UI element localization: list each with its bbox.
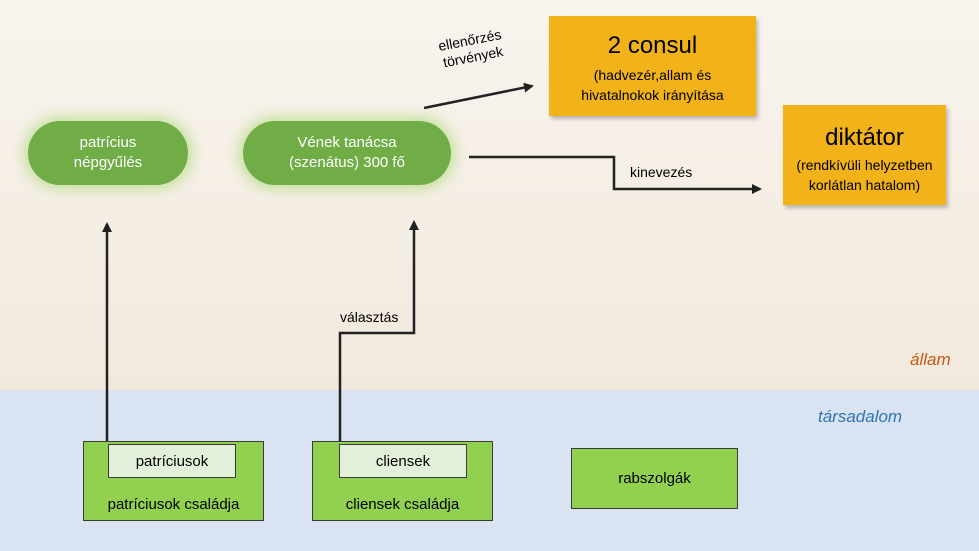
dictator-desc-line-2: korlátlan hatalom) — [808, 177, 921, 193]
senate-line-1: Vének tanácsa — [297, 134, 397, 151]
patrician-assembly-node: patrícius népgyűlés — [28, 121, 188, 185]
dictator-node: diktátor (rendkívüli helyzetben korlátla… — [783, 105, 946, 205]
society-zone-label: társadalom — [818, 407, 903, 426]
patrician-assembly-line-1: patrícius — [79, 134, 137, 151]
arrow-clients-to-senate — [338, 220, 419, 444]
consul-desc-line-2: hivatalnokok irányítása — [581, 87, 724, 103]
patrician-assembly-line-2: népgyűlés — [73, 154, 143, 171]
consul-title: 2 consul — [607, 32, 698, 59]
clients-family-box: cliensek cliensek családja — [312, 441, 493, 521]
clients-label: cliensek — [375, 452, 431, 470]
appointment-label: kinevezés — [630, 164, 693, 180]
consul-desc-line-1: (hadvezér,allam és — [593, 67, 712, 83]
patricians-label: patríciusok — [135, 452, 209, 470]
clients-family-label: cliensek családja — [345, 496, 460, 513]
slaves-box: rabszolgák — [571, 448, 738, 509]
senate-line-2: (szenátus) 300 fő — [289, 154, 405, 171]
patricians-family-label: patríciusok családja — [107, 496, 240, 513]
state-zone-label: állam — [910, 350, 951, 369]
dictator-desc-line-1: (rendkívüli helyzetben — [796, 157, 933, 173]
consul-node: 2 consul (hadvezér,allam és hivatalnokok… — [549, 16, 756, 116]
dictator-title: diktátor — [825, 124, 904, 151]
slaves-label: rabszolgák — [618, 470, 691, 487]
arrow-senate-to-consul — [423, 82, 534, 110]
arrow-senate-to-dictator — [469, 155, 762, 194]
patricians-box: patríciusok — [108, 444, 236, 478]
election-label: választás — [340, 309, 399, 325]
clients-box: cliensek — [339, 444, 467, 478]
senate-node: Vének tanácsa (szenátus) 300 fő — [243, 121, 451, 185]
patricians-family-box: patríciusok patríciusok családja — [83, 441, 264, 521]
